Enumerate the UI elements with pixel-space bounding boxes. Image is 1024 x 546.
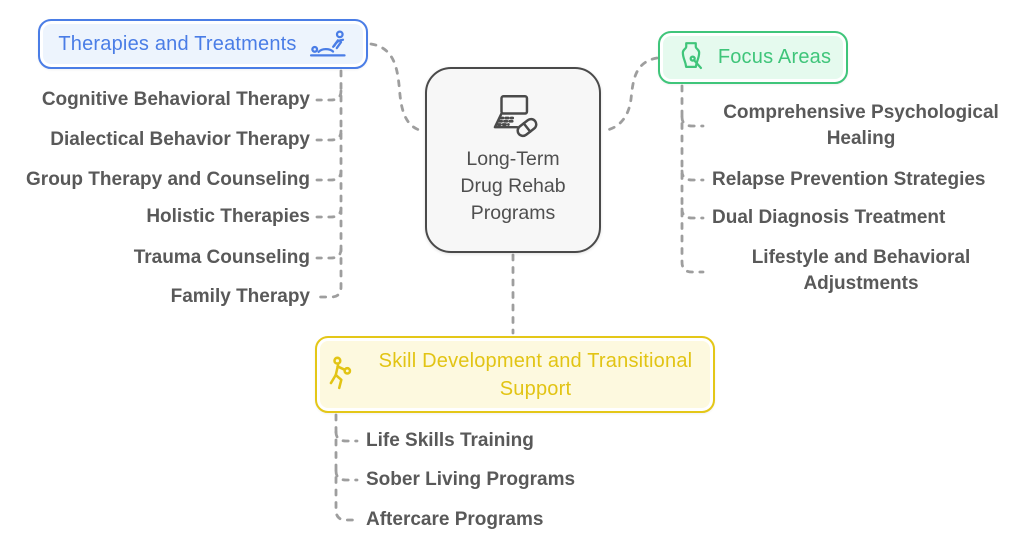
therapies-item: Family Therapy: [170, 286, 310, 307]
center-node-long-term-drug-rehab: Long-Term Drug Rehab Programs: [425, 67, 601, 253]
focus-stub-1: [680, 115, 705, 128]
center-node-label: Long-Term Drug Rehab Programs: [460, 148, 566, 224]
branch-node-focus-areas: Focus Areas: [658, 31, 848, 84]
therapies-spine: [315, 69, 343, 299]
therapies-item: Group Therapy and Counseling: [26, 169, 310, 190]
branch-node-skill-development: Skill Development and Transitional Suppo…: [315, 336, 715, 413]
therapies-stub-3: [315, 169, 343, 182]
focus-stub-3: [680, 207, 705, 220]
focus-item: Dual Diagnosis Treatment: [712, 207, 946, 228]
branch-label: Therapies and Treatments: [58, 32, 297, 55]
therapies-stub-2: [315, 129, 343, 142]
skills-spine: [334, 413, 359, 522]
connector-therapies-to-center: [369, 42, 425, 133]
therapies-stub-1: [315, 89, 343, 102]
branch-label: Focus Areas: [717, 46, 832, 68]
laptop-pill-icon: [485, 93, 541, 139]
skills-stub-2: [334, 469, 359, 482]
therapies-item: Holistic Therapies: [146, 206, 310, 227]
therapies-stub-4: [315, 206, 343, 219]
therapies-item: Cognitive Behavioral Therapy: [41, 89, 310, 110]
skills-item: Life Skills Training: [366, 430, 534, 451]
branch-label: Skill Development and Transitional Suppo…: [378, 349, 693, 400]
focus-stub-2: [680, 169, 705, 182]
therapies-stub-5: [315, 247, 343, 260]
focus-item: Relapse Prevention Strategies: [712, 169, 986, 190]
focus-item: Comprehensive Psychological Healing: [723, 102, 999, 149]
skills-item: Sober Living Programs: [366, 469, 576, 490]
vase-paintbrush-icon: [675, 40, 707, 76]
skills-item: Aftercare Programs: [366, 509, 544, 530]
focus-spine: [680, 84, 705, 274]
therapies-item: Dialectical Behavior Therapy: [50, 129, 310, 150]
branch-node-therapies-and-treatments: Therapies and Treatments: [38, 19, 368, 69]
exercise-person-icon: [327, 355, 357, 395]
massage-therapy-icon: [308, 29, 348, 59]
therapies-item: Trauma Counseling: [133, 247, 310, 268]
focus-item: Lifestyle and Behavioral Adjustments: [751, 247, 971, 294]
connector-focus-to-center: [601, 56, 659, 133]
skills-stub-1: [334, 430, 359, 443]
